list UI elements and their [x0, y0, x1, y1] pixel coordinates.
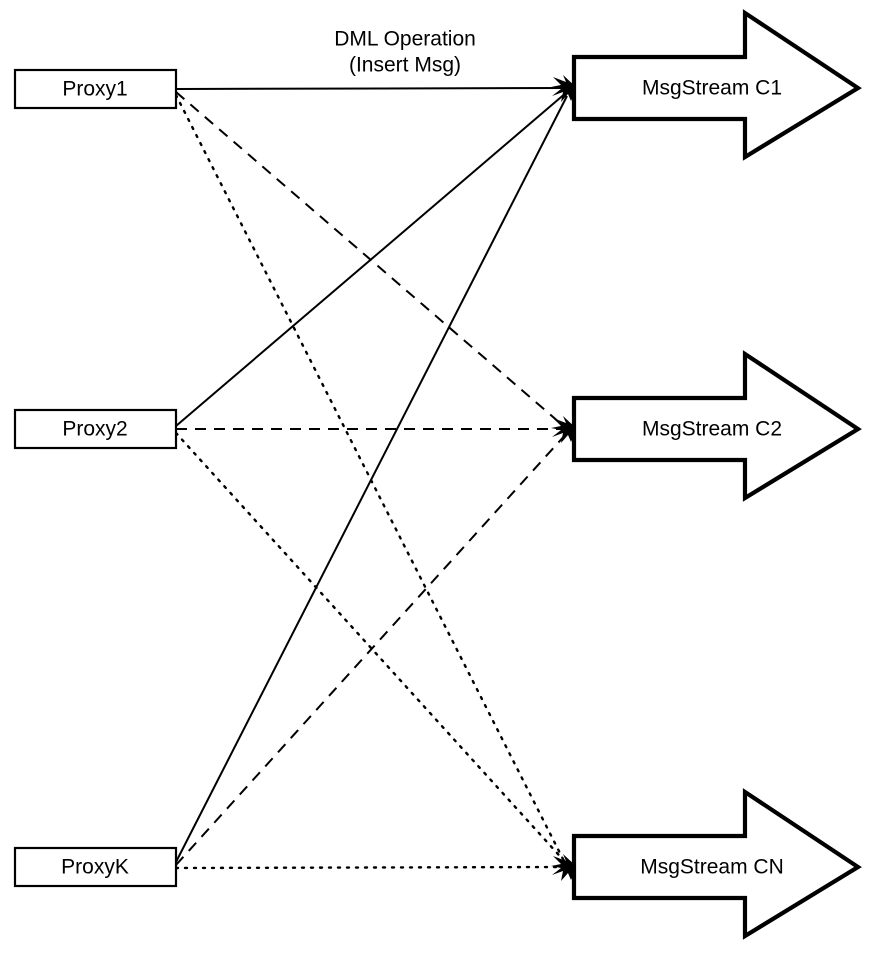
edge-proxy1-c1	[175, 87, 568, 90]
edge-proxyK-c2	[175, 432, 568, 866]
stream_c2-shape	[571, 350, 862, 502]
stream-stream_c2[interactable]: MsgStream C2	[571, 350, 862, 502]
stream_c1-label: MsgStream C1	[642, 77, 782, 100]
operation-caption: DML Operation (Insert Msg)	[334, 28, 476, 77]
node-proxyK[interactable]: ProxyK	[13, 846, 178, 888]
head-c1	[551, 75, 577, 102]
caption-line-1: DML Operation	[334, 28, 476, 51]
edge-proxyK-c1	[175, 95, 568, 863]
edge-proxyK-cn	[174, 865, 569, 870]
stream-stream_c1[interactable]: MsgStream C1	[571, 9, 862, 161]
proxy2-box	[13, 408, 178, 450]
arrowheads-layer	[551, 75, 577, 881]
stream_cn-shape	[571, 788, 862, 940]
proxy1-label: Proxy1	[62, 78, 127, 101]
caption-line-2: (Insert Msg)	[349, 54, 461, 77]
edge-proxy2-c1	[175, 91, 568, 427]
proxyK-label: ProxyK	[61, 856, 129, 879]
stream_cn-label: MsgStream CN	[640, 856, 784, 879]
stream_c1-shape	[571, 9, 862, 161]
stream-stream_cn[interactable]: MsgStream CN	[571, 788, 862, 940]
proxy2-label: Proxy2	[62, 418, 127, 441]
head-cn	[551, 854, 577, 881]
head-c2	[551, 416, 577, 443]
proxy1-box	[13, 68, 178, 110]
proxyK-box	[13, 846, 178, 888]
edge-proxy1-c2	[175, 91, 568, 430]
streams-layer: MsgStream C1 MsgStream C2 MsgStream CN	[571, 9, 862, 940]
edges-layer	[174, 87, 569, 870]
node-proxy2[interactable]: Proxy2	[13, 408, 178, 450]
node-proxy1[interactable]: Proxy1	[13, 68, 178, 110]
stream_c2-label: MsgStream C2	[642, 418, 782, 441]
